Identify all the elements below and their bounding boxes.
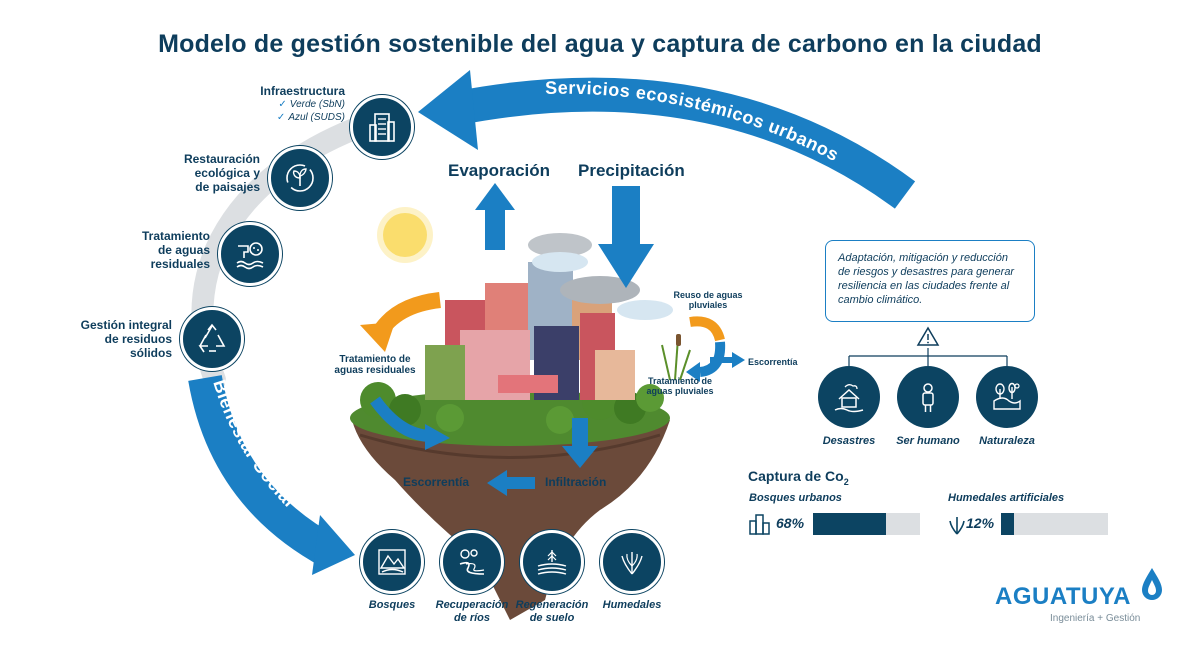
left-arc-arrowhead bbox=[312, 515, 355, 575]
runoff-left-arrow bbox=[370, 396, 431, 442]
precipitation-arrow bbox=[598, 186, 654, 288]
logo-tagline: Ingeniería + Gestión bbox=[1050, 613, 1141, 624]
grass-mini-icon bbox=[949, 517, 965, 535]
wetland-plant bbox=[661, 334, 691, 381]
warning-icon bbox=[916, 326, 940, 346]
person-icon bbox=[922, 383, 934, 412]
ser-humano-circle bbox=[897, 366, 959, 428]
infiltration-arrow bbox=[572, 418, 588, 448]
infraestructura-label: Infraestructura ✓Verde (SbN) ✓Azul (SUDS… bbox=[260, 84, 345, 123]
bosques-urbanos-percent: 68% bbox=[776, 515, 805, 531]
logo-name: AGUATUYA bbox=[995, 583, 1132, 610]
nature-icon bbox=[993, 382, 1021, 410]
escorrentia-label: Escorrentía bbox=[403, 475, 470, 489]
orange-reuse-arrow bbox=[689, 316, 725, 342]
escorrentia-right-label: Escorrentía bbox=[748, 357, 798, 367]
water-treatment-icon bbox=[236, 242, 264, 270]
check-icon: ✓ bbox=[278, 99, 287, 110]
rios-circle bbox=[440, 530, 504, 594]
infiltracion-label: Infiltración bbox=[545, 475, 607, 489]
bosques-urbanos-bar-track bbox=[813, 513, 920, 535]
bosques-label: Bosques bbox=[368, 599, 416, 611]
restauracion-label: Restauración ecológica y de paisajes bbox=[183, 152, 260, 194]
naturaleza-circle bbox=[976, 366, 1038, 428]
evaporation-arrow bbox=[475, 183, 515, 250]
naturaleza-label: Naturaleza bbox=[979, 435, 1035, 447]
humedales-artificiales-bar-track bbox=[1001, 513, 1108, 535]
island-soil bbox=[352, 420, 670, 620]
bosques-urbanos-label: Bosques urbanos bbox=[749, 492, 842, 504]
house-flood-icon bbox=[834, 384, 864, 413]
tratamiento-residuales-label: Tratamiento de aguas residuales bbox=[334, 354, 416, 376]
restauracion-circle bbox=[268, 146, 332, 210]
humedales-artificiales-percent: 12% bbox=[966, 515, 995, 531]
logo-drop-icon bbox=[1142, 568, 1162, 600]
ser-humano-label: Ser humano bbox=[896, 435, 960, 447]
river-icon bbox=[459, 549, 485, 575]
desastres-circle bbox=[818, 366, 880, 428]
humedales-artificiales-label: Humedales artificiales bbox=[948, 492, 1065, 504]
risk-connectors bbox=[848, 348, 1008, 366]
check-icon: ✓ bbox=[276, 112, 286, 123]
gestion-residuos-circle bbox=[180, 307, 244, 371]
runoff-bottom-arrow bbox=[505, 477, 535, 489]
bosques-circle bbox=[360, 530, 424, 594]
humedales-artificiales-bar-fill bbox=[1001, 513, 1014, 535]
tratamiento-circle bbox=[218, 222, 282, 286]
reuso-label: Reuso de aguas pluviales bbox=[673, 290, 743, 310]
resilience-info-box: Adaptación, mitigación y reducción de ri… bbox=[825, 240, 1035, 322]
carbon-capture-title: Captura de Co2 bbox=[748, 468, 849, 487]
tratamiento-pluviales-label: Tratamiento de aguas pluviales bbox=[646, 376, 714, 396]
clouds bbox=[528, 233, 673, 320]
wetland-icon bbox=[621, 552, 643, 575]
precipitacion-label: Precipitación bbox=[578, 161, 685, 180]
humedales-label: Humedales bbox=[602, 599, 662, 611]
infraestructura-circle bbox=[350, 95, 414, 159]
forest-icon bbox=[378, 549, 406, 575]
gestion-residuos-label: Gestión integral de residuos sólidos bbox=[80, 318, 172, 360]
evaporacion-label: Evaporación bbox=[448, 161, 551, 180]
top-arc-arrowhead bbox=[418, 70, 478, 150]
left-blue-arc bbox=[188, 374, 339, 567]
city-mini-icon bbox=[749, 514, 770, 535]
building-icon bbox=[369, 113, 395, 142]
page-title: Modelo de gestión sostenible del agua y … bbox=[158, 30, 1042, 58]
top-blue-arc bbox=[454, 77, 916, 209]
bosques-urbanos-bar-fill bbox=[813, 513, 886, 535]
humedales-circle bbox=[600, 530, 664, 594]
desastres-label: Desastres bbox=[822, 435, 876, 447]
rios-label: Recuperación de ríos bbox=[435, 599, 509, 624]
plant-cycle-icon bbox=[286, 164, 314, 192]
soil-icon bbox=[537, 550, 567, 575]
suelo-circle bbox=[520, 530, 584, 594]
recycle-icon bbox=[198, 323, 226, 353]
suelo-label: Regeneración de suelo bbox=[515, 599, 589, 624]
tratamiento-label: Tratamiento de aguas residuales bbox=[141, 229, 210, 271]
